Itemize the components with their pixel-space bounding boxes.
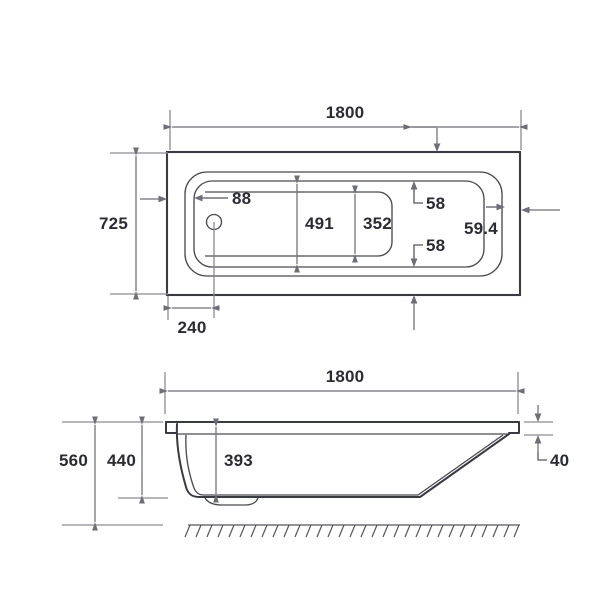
plan-base-width-label: 352 — [363, 214, 392, 233]
elev-bowl-inner-profile — [185, 434, 504, 496]
elev-left-rim-lip — [165, 421, 177, 434]
elev-40-arrow-bottom — [534, 435, 542, 444]
plan-rim58-upper-label: 58 — [426, 194, 445, 213]
plan-bowl-base-edge — [205, 191, 393, 257]
elev-body-height-label: 440 — [107, 451, 136, 470]
plan-width-label: 725 — [99, 214, 128, 233]
plan-rim-inner-edge — [184, 171, 503, 277]
elev-40-arrow-top — [534, 413, 542, 422]
plan-bottom-pointer-arrow — [410, 295, 418, 304]
plan-wall-pointer-arrow — [158, 195, 167, 203]
plan-rim88-arrow — [194, 194, 203, 202]
elev-rim-thickness-label: 40 — [550, 451, 569, 470]
plan-bowl-top-edge — [193, 180, 485, 268]
plan-length-center-arrow — [433, 143, 441, 152]
elev-ground-hatching — [184, 524, 520, 538]
plan-endrim-arrow — [496, 203, 505, 211]
plan-rim58-lower-label: 58 — [426, 236, 445, 255]
elev-total-height-label: 560 — [59, 451, 88, 470]
plan-waste-offset-label: 240 — [178, 318, 207, 337]
plan-rim58-lower-arrow — [410, 258, 418, 267]
elev-body-outer-profile — [175, 423, 510, 498]
plan-rim58-lower-leader — [413, 244, 423, 265]
plan-rim88-label: 88 — [232, 189, 251, 208]
elev-depth-label: 393 — [224, 451, 253, 470]
plan-outer-rim — [165, 150, 522, 297]
plan-inner-width-label: 491 — [305, 214, 334, 233]
plan-right-pointer-arrow — [521, 206, 530, 214]
elev-40-leader — [537, 452, 547, 461]
elev-right-rim-lip — [508, 421, 520, 434]
plan-rim58-upper-leader — [413, 183, 423, 204]
plan-length-label: 1800 — [326, 103, 365, 122]
plan-view: 1800 725 240 88 491 — [99, 103, 560, 337]
elevation-view: 1800 560 440 393 40 — [59, 367, 569, 538]
elev-base-foot — [204, 497, 259, 506]
plan-endrim-label: 59.4 — [464, 219, 498, 238]
elev-length-label: 1800 — [326, 367, 365, 386]
plan-rim58-upper-arrow — [410, 181, 418, 190]
